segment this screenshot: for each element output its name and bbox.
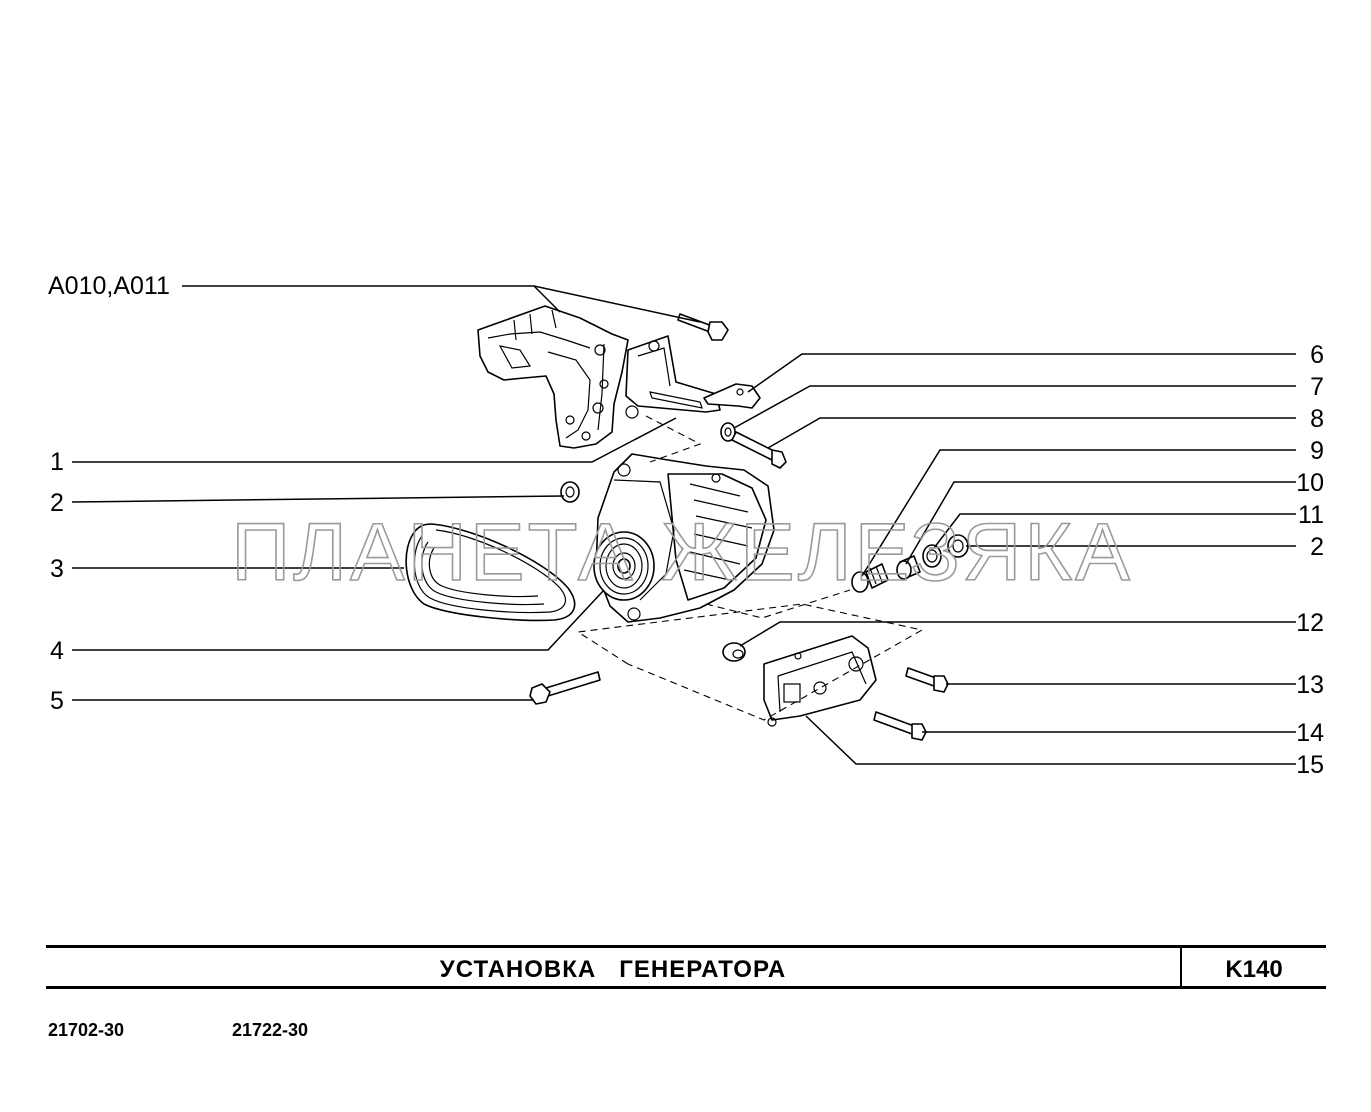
callout-13: 13 (1296, 671, 1324, 699)
watermark: ПЛАНЕТА ЖЕЛЕЗЯКА (231, 507, 1133, 598)
bolt-14 (873, 711, 927, 741)
alternator (593, 453, 775, 623)
drive-belt (405, 523, 576, 622)
callout-2-right: 2 (1310, 533, 1324, 561)
callout-1: 1 (50, 448, 64, 476)
sleeve-10 (896, 555, 921, 580)
callout-10: 10 (1296, 469, 1324, 497)
adjusting-plate (703, 383, 761, 409)
callout-5: 5 (50, 687, 64, 715)
leader-lines (71, 285, 1296, 765)
callout-ref: A010,A011 (48, 272, 170, 300)
callout-2-left: 2 (50, 489, 64, 517)
callouts: A010,A011 1 2 3 4 5 6 7 8 9 10 11 2 12 1… (48, 272, 1324, 779)
callout-14: 14 (1296, 719, 1324, 747)
callout-4: 4 (50, 637, 64, 665)
model-code-2: 21722-30 (232, 1020, 309, 1040)
washer (720, 422, 736, 442)
lower-bracket (763, 635, 877, 727)
assembly-lines (576, 415, 924, 721)
callout-3: 3 (50, 555, 64, 583)
tension-bracket (625, 335, 721, 419)
title-block: УСТАНОВКА ГЕНЕРАТОРА K140 (46, 945, 1326, 989)
top-bolt (677, 313, 729, 341)
bushing-12 (722, 642, 746, 662)
callout-8: 8 (1310, 405, 1324, 433)
bushing-9 (851, 563, 889, 593)
sleeve-11 (922, 544, 942, 568)
bolt-8 (731, 431, 787, 469)
callout-11: 11 (1298, 501, 1324, 529)
callout-15: 15 (1296, 751, 1324, 779)
page-code: K140 (1225, 956, 1283, 983)
callout-6: 6 (1310, 341, 1324, 369)
model-code-1: 21702-30 (48, 1020, 125, 1040)
nut-left (560, 481, 580, 503)
bolt-13 (905, 667, 949, 693)
callout-12: 12 (1296, 609, 1324, 637)
callout-7: 7 (1310, 373, 1324, 401)
title-divider (1180, 948, 1182, 986)
long-bolt (529, 671, 601, 705)
page-title: УСТАНОВКА ГЕНЕРАТОРА (439, 956, 787, 983)
engine-bracket (477, 305, 629, 449)
callout-9: 9 (1310, 437, 1324, 465)
